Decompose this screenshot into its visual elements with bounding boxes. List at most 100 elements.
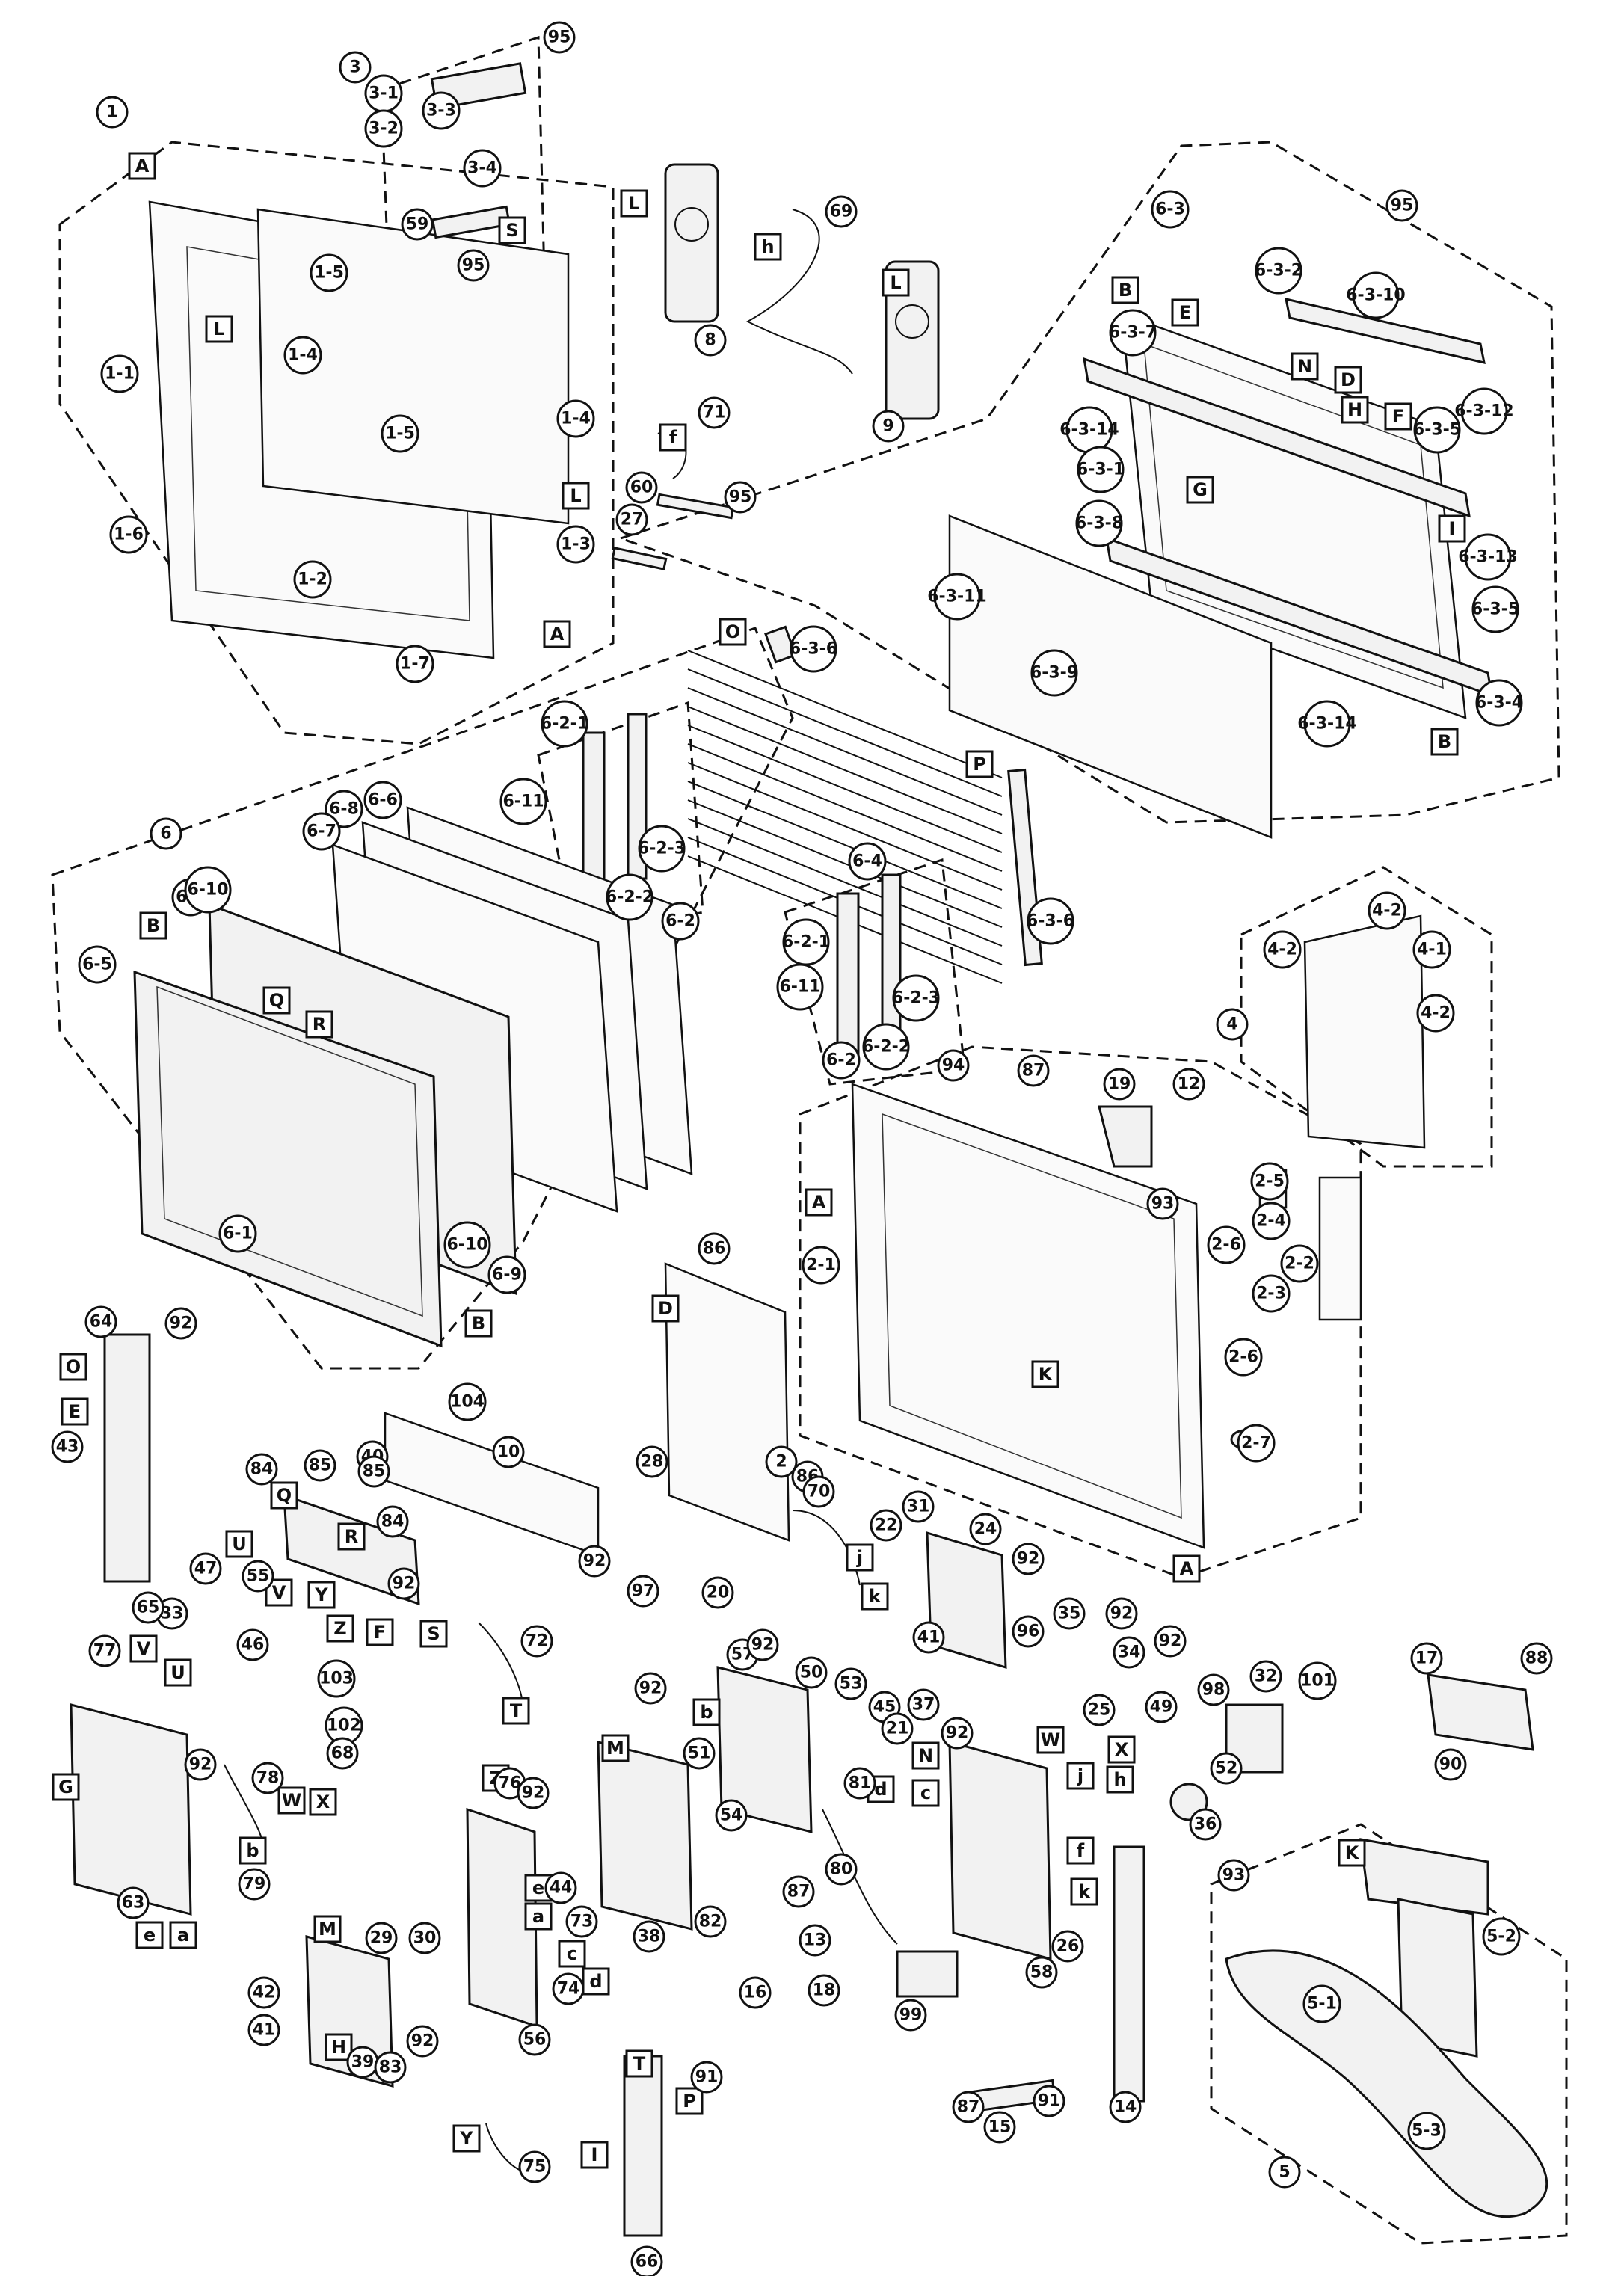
callout-circle bbox=[78, 945, 117, 984]
letter-box: D bbox=[1334, 366, 1362, 394]
callout-label: 6-11 bbox=[502, 793, 544, 811]
letter-box: A bbox=[543, 620, 571, 648]
callout-label: 68 bbox=[331, 1744, 354, 1763]
callout-circle bbox=[1298, 1661, 1337, 1700]
letter-box: F bbox=[1384, 402, 1412, 431]
callout-label: 6 bbox=[160, 825, 171, 843]
callout-circle bbox=[907, 1688, 940, 1721]
callout-circle bbox=[184, 866, 232, 914]
callout-label: 17 bbox=[1415, 1649, 1439, 1668]
callout-circle bbox=[790, 625, 837, 673]
callout: 6-9 bbox=[487, 1255, 526, 1294]
callout-label: 84 bbox=[381, 1513, 405, 1531]
callout-label: 6-3-5 bbox=[1413, 421, 1461, 440]
callout-label: 79 bbox=[243, 1875, 266, 1894]
callout-circle bbox=[408, 1922, 441, 1954]
callout: 71 bbox=[698, 396, 731, 429]
callout-circle bbox=[88, 1634, 121, 1667]
letter-box: W bbox=[1036, 1726, 1065, 1754]
letter-box: P bbox=[675, 2087, 704, 2115]
letter-box-frame bbox=[620, 189, 648, 218]
callout: 31 bbox=[902, 1490, 935, 1523]
callout: 93 bbox=[1217, 1859, 1250, 1892]
callout: 33 bbox=[156, 1597, 188, 1630]
letter-box-label: f bbox=[1077, 1840, 1085, 1861]
callout-label: 52 bbox=[1215, 1759, 1238, 1778]
callout-label: 6-3-6 bbox=[790, 640, 837, 659]
callout-label: 3-4 bbox=[467, 159, 497, 178]
letter-box-label: Z bbox=[333, 1618, 346, 1639]
callout-circle bbox=[894, 1999, 927, 2032]
letter-box-frame bbox=[625, 2049, 653, 2078]
letter-box-frame bbox=[882, 268, 910, 297]
callout: 6-10 bbox=[184, 866, 232, 914]
callout: 6-3-8 bbox=[1075, 499, 1123, 547]
callout-circle bbox=[247, 2014, 280, 2046]
callout: 92 bbox=[184, 1748, 217, 1781]
callout-circle bbox=[364, 109, 403, 148]
terminal-14 bbox=[1113, 1845, 1145, 2103]
callout-circle bbox=[117, 1886, 150, 1919]
callout-label: 92 bbox=[751, 1636, 775, 1655]
callout: 6-3-6 bbox=[1027, 897, 1074, 945]
callout: 6-3-5 bbox=[1413, 406, 1461, 454]
callout-circle bbox=[1263, 930, 1302, 969]
letter-box-label: D bbox=[1341, 369, 1356, 390]
letter-box-frame bbox=[59, 1353, 87, 1381]
board-57 bbox=[716, 1666, 813, 1833]
callout-label: 97 bbox=[632, 1582, 655, 1601]
callout-circle bbox=[189, 1552, 222, 1585]
callout-circle bbox=[238, 1868, 271, 1901]
callout-circle bbox=[1197, 1673, 1230, 1706]
callout: 72 bbox=[520, 1625, 553, 1658]
callout-circle bbox=[1210, 1752, 1243, 1785]
callout: 5-2 bbox=[1482, 1917, 1521, 1956]
callout: 82 bbox=[694, 1905, 727, 1938]
callout-label: 5-1 bbox=[1307, 1995, 1337, 2014]
callout: 6-2 bbox=[661, 902, 700, 941]
letter-box: T bbox=[502, 1697, 530, 1725]
callout-circle bbox=[1416, 994, 1455, 1033]
callout-label: 77 bbox=[93, 1642, 117, 1661]
callout-circle bbox=[457, 249, 490, 282]
callout-label: 2 bbox=[775, 1453, 787, 1471]
letter-box-label: L bbox=[890, 272, 901, 293]
callout-circle bbox=[683, 1737, 716, 1770]
letter-box: B bbox=[464, 1309, 493, 1338]
callout-circle bbox=[795, 1656, 828, 1689]
letter-box-frame bbox=[1384, 402, 1412, 431]
callout-circle bbox=[1109, 309, 1157, 357]
callout: 6 bbox=[150, 817, 182, 850]
letter-box: L bbox=[562, 482, 590, 510]
letter-box: a bbox=[524, 1902, 553, 1931]
callout: 92 bbox=[1154, 1625, 1187, 1658]
callout: 6-3-7 bbox=[1109, 309, 1157, 357]
callout: 1-5 bbox=[381, 414, 419, 453]
main-chassis-2 bbox=[851, 1083, 1205, 1549]
letter-box-label: H bbox=[331, 2037, 346, 2058]
letter-box-frame bbox=[543, 620, 571, 648]
letter-box-frame bbox=[582, 1967, 610, 1996]
letter-box-frame bbox=[52, 1773, 80, 1801]
assembly-3-outline bbox=[380, 35, 546, 286]
callout: 97 bbox=[627, 1575, 659, 1608]
callout: 10 bbox=[492, 1436, 525, 1468]
callout: 47 bbox=[189, 1552, 222, 1585]
callout-circle bbox=[1385, 189, 1418, 222]
callout-circle bbox=[1030, 649, 1078, 697]
letter-box: O bbox=[719, 618, 747, 646]
callout: 73 bbox=[565, 1905, 598, 1938]
callout-circle bbox=[872, 410, 905, 443]
callout-label: 65 bbox=[137, 1599, 160, 1617]
callout-circle bbox=[184, 1748, 217, 1781]
letter-box-label: S bbox=[505, 220, 518, 241]
callout: 66 bbox=[630, 2245, 663, 2276]
letter-box-frame bbox=[239, 1836, 267, 1865]
letter-box-frame bbox=[502, 1697, 530, 1725]
callout-circle bbox=[848, 842, 887, 881]
callout-circle bbox=[1075, 499, 1123, 547]
letter-box-label: Y bbox=[314, 1584, 328, 1605]
letter-box-frame bbox=[1036, 1726, 1065, 1754]
callout-label: 18 bbox=[813, 1981, 836, 2000]
